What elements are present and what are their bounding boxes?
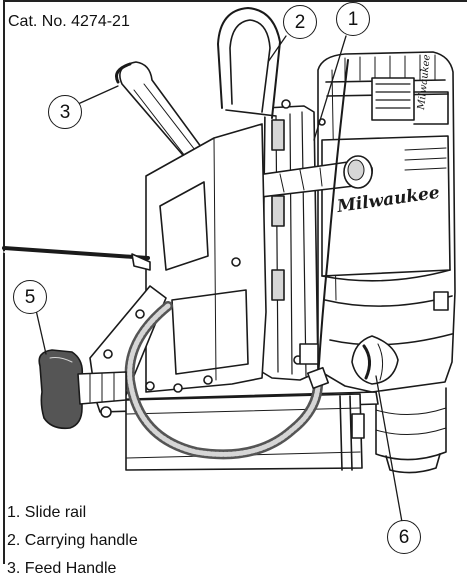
motor-housing xyxy=(317,51,456,474)
parts-legend: 1. Slide rail 2. Carrying handle 3. Feed… xyxy=(7,499,138,583)
leader-2 xyxy=(267,35,287,63)
power-cord xyxy=(2,246,150,260)
leader-1 xyxy=(313,35,347,141)
slide-rail-column xyxy=(261,99,326,381)
legend-item-slide-rail: 1. Slide rail xyxy=(7,504,87,521)
frame-top-border xyxy=(3,0,467,2)
callout-1: 1 xyxy=(336,2,370,36)
callout-2: 2 xyxy=(283,5,317,39)
frame-left-border xyxy=(3,0,5,564)
callout-6: 6 xyxy=(387,520,421,554)
carrying-handle xyxy=(217,7,281,119)
callout-leaders xyxy=(35,35,403,523)
catalog-number: Cat. No. 4274-21 xyxy=(8,13,130,30)
magnetic-drill-illustration: Milwaukee Milwaukee xyxy=(2,7,456,523)
lock-knob xyxy=(38,349,127,430)
leader-6 xyxy=(375,375,403,523)
leader-5 xyxy=(35,309,47,355)
coolant-hose xyxy=(124,59,349,460)
leader-3 xyxy=(77,85,119,105)
callout-5: 5 xyxy=(13,280,47,314)
legend-item-carrying-handle: 2. Carrying handle xyxy=(7,532,138,549)
legend-item-feed-handle: 3. Feed Handle xyxy=(7,560,117,577)
callout-3: 3 xyxy=(48,95,82,129)
